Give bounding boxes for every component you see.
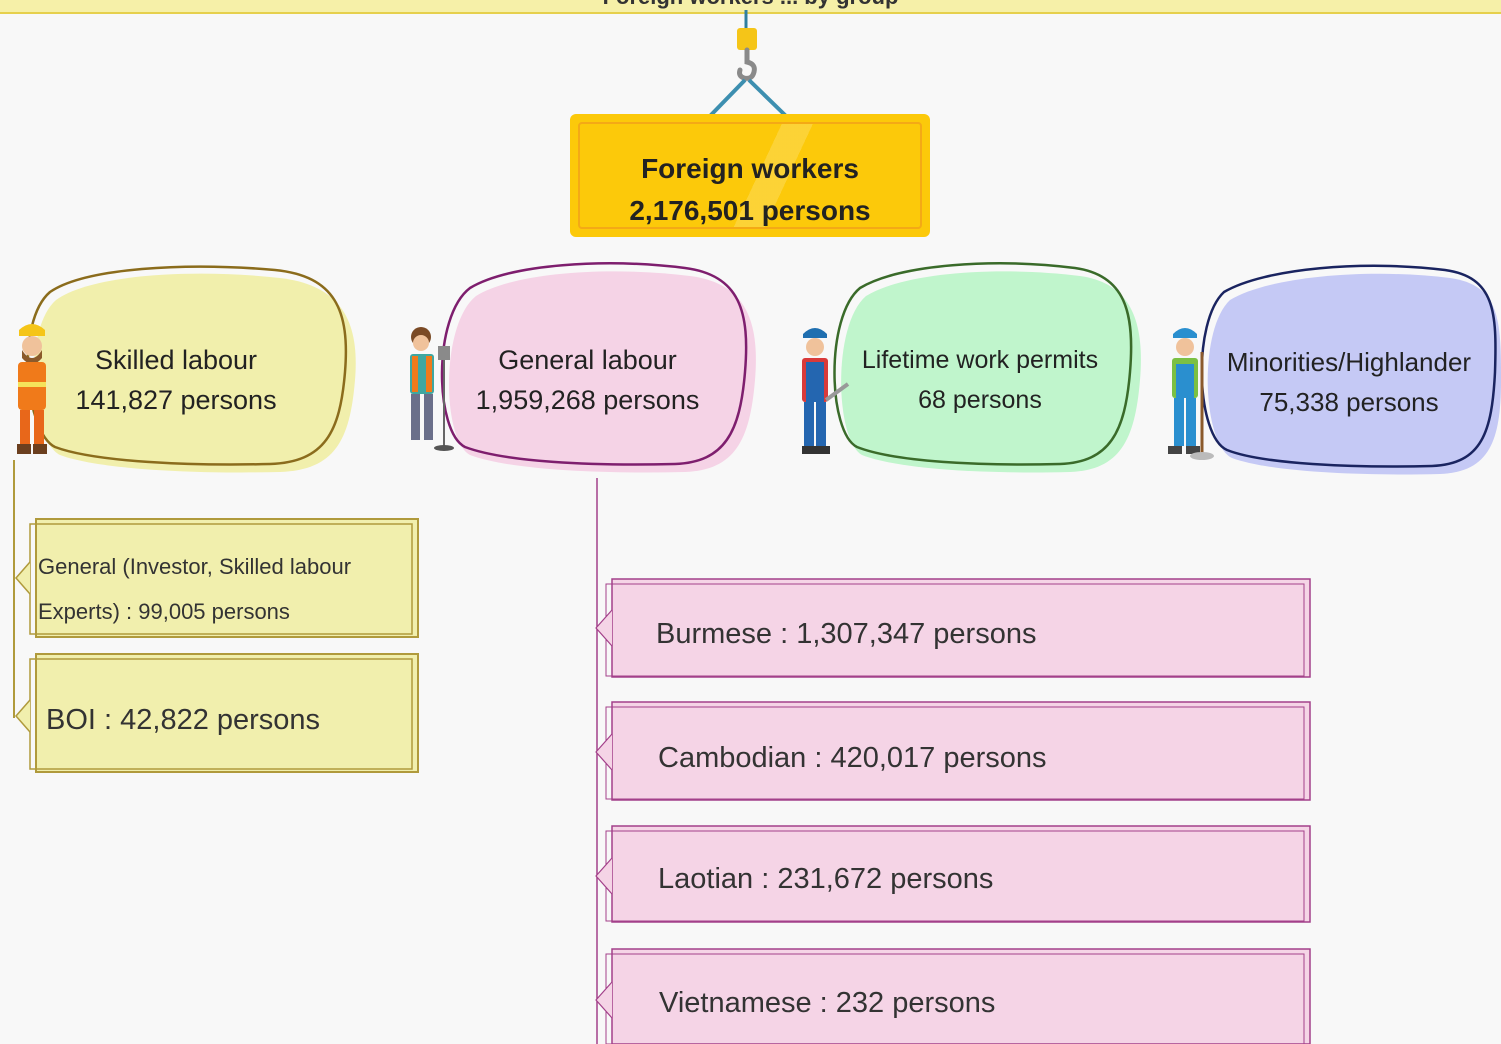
category-title: General labour [498, 345, 677, 375]
general-breakdown-vietnamese: Vietnamese : 232 persons [659, 987, 996, 1019]
root-node: Foreign workers 2,176,501 persons [570, 114, 930, 237]
root-value: 2,176,501 persons [629, 195, 871, 226]
general-breakdown-laotian: Laotian : 231,672 persons [658, 863, 994, 895]
skilled-box-1 [15, 518, 419, 638]
general-breakdown-burmese: Burmese : 1,307,347 persons [656, 618, 1037, 650]
general-box-4 [595, 948, 1311, 1044]
category-minorities: Minorities/Highlander 75,338 persons [1200, 342, 1498, 422]
category-lifetime-permits: Lifetime work permits 68 persons [840, 340, 1120, 420]
general-box-2 [595, 701, 1311, 801]
mechanic-worker-icon [802, 328, 850, 454]
header-bar: Foreign workers ... by group [0, 0, 1501, 14]
skilled-box-2 [15, 653, 419, 773]
category-title: Skilled labour [94, 345, 258, 375]
general-box-1 [595, 578, 1311, 678]
construction-worker-icon [17, 324, 47, 454]
general-box-3 [595, 825, 1311, 923]
category-value: 75,338 persons [1259, 387, 1439, 417]
root-title: Foreign workers [641, 153, 859, 184]
header-title: Foreign workers ... by group [0, 0, 1501, 10]
breakdown-line: Experts) : 99,005 persons [38, 599, 290, 624]
category-value: 1,959,268 persons [475, 385, 700, 415]
category-skilled-labour: Skilled labour 141,827 persons [56, 340, 296, 420]
breakdown-line: General (Investor, Skilled labour [38, 554, 352, 579]
blob-general-labour [440, 262, 756, 473]
breakdown-line: BOI : 42,822 persons [46, 704, 321, 736]
category-title: Lifetime work permits [861, 346, 1099, 374]
cleaner-worker-icon [1168, 328, 1214, 460]
blob-skilled-labour [26, 265, 356, 473]
category-general-labour: General labour 1,959,268 persons [455, 340, 720, 420]
blob-lifetime-permits [833, 262, 1141, 473]
skilled-breakdown-boi: BOI : 42,822 persons [46, 700, 320, 740]
general-breakdown-cambodian: Cambodian : 420,017 persons [658, 742, 1047, 774]
root-node-inner: Foreign workers 2,176,501 persons [578, 122, 922, 229]
skilled-breakdown-general: General (Investor, Skilled labour Expert… [38, 544, 351, 634]
crane-hook-icon [708, 10, 788, 118]
category-value: 68 persons [918, 386, 1042, 414]
blob-minorities [1200, 264, 1501, 475]
category-value: 141,827 persons [75, 385, 277, 415]
surveyor-worker-icon [410, 327, 454, 451]
category-title: Minorities/Highlander [1226, 347, 1472, 377]
